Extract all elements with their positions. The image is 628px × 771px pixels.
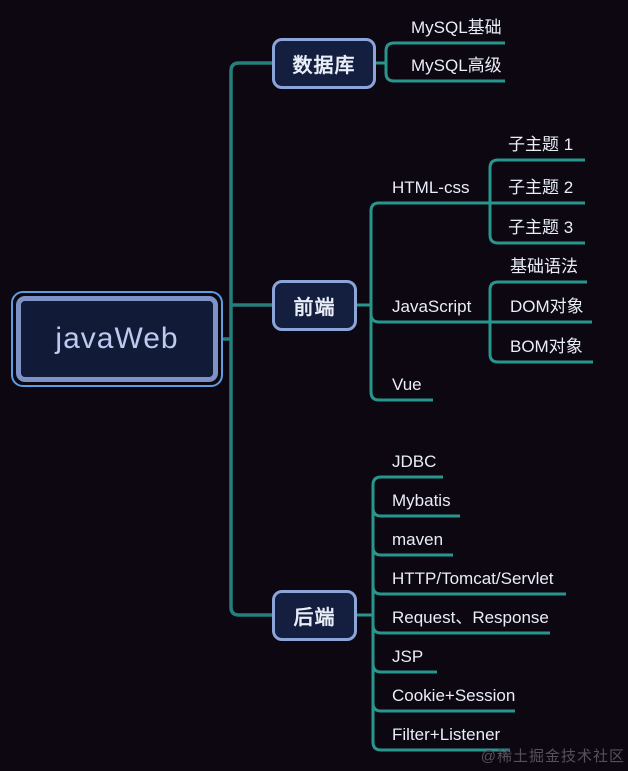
branch-node-database[interactable]: 数据库	[272, 38, 376, 89]
node-dom-object[interactable]: DOM对象	[510, 297, 584, 316]
node-html-css[interactable]: HTML-css	[392, 178, 470, 197]
root-node-javaweb[interactable]: javaWeb	[11, 291, 223, 387]
node-jdbc[interactable]: JDBC	[392, 452, 437, 471]
root-node-inner: javaWeb	[16, 296, 218, 382]
branch-label-backend: 后端	[293, 607, 336, 629]
branch-node-backend[interactable]: 后端	[272, 590, 357, 641]
branch-node-frontend[interactable]: 前端	[272, 280, 357, 331]
node-mysql-basic[interactable]: MySQL基础	[411, 18, 502, 37]
node-mybatis[interactable]: Mybatis	[392, 491, 451, 510]
node-bom-object[interactable]: BOM对象	[510, 337, 583, 356]
node-maven[interactable]: maven	[392, 530, 444, 549]
node-vue[interactable]: Vue	[392, 375, 422, 394]
root-label: javaWeb	[55, 322, 179, 355]
watermark-text: @稀土掘金技术社区	[480, 748, 625, 765]
node-subtopic-2[interactable]: 子主题 2	[508, 178, 574, 197]
node-subtopic-1[interactable]: 子主题 1	[508, 135, 574, 154]
branch-label-frontend: 前端	[293, 297, 336, 319]
branch-label-database: 数据库	[292, 55, 356, 77]
node-cookie-session[interactable]: Cookie+Session	[392, 686, 516, 705]
node-javascript[interactable]: JavaScript	[392, 297, 472, 316]
node-http-tomcat-servlet[interactable]: HTTP/Tomcat/Servlet	[392, 569, 554, 588]
node-mysql-advanced[interactable]: MySQL高级	[411, 56, 502, 75]
node-js-basic-syntax[interactable]: 基础语法	[510, 257, 578, 276]
node-subtopic-3[interactable]: 子主题 3	[508, 218, 574, 237]
node-request-response[interactable]: Request、Response	[392, 608, 549, 627]
node-filter-listener[interactable]: Filter+Listener	[392, 725, 501, 744]
node-jsp[interactable]: JSP	[392, 647, 424, 666]
